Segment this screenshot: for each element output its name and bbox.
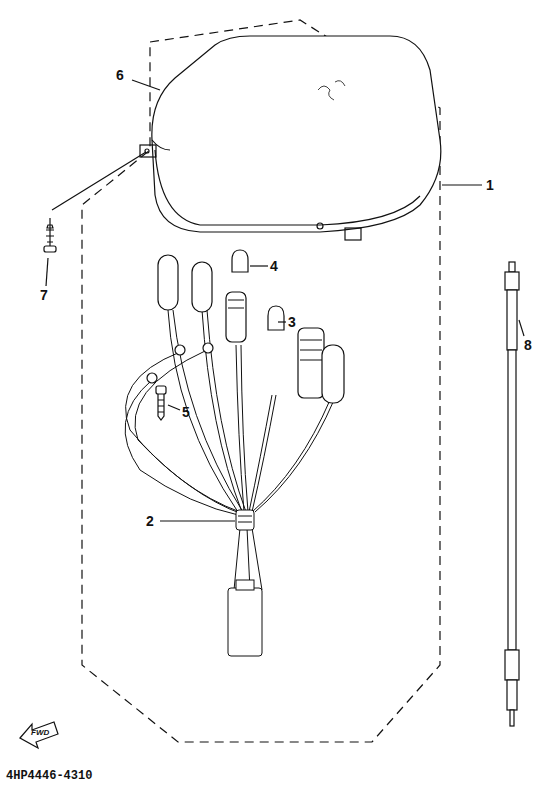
assembly-outline	[82, 20, 440, 742]
bulb-sockets	[147, 250, 344, 403]
wire-harness	[125, 310, 334, 656]
callout-number: 7	[40, 288, 48, 302]
callout-number: 2	[146, 514, 154, 528]
meter-cover	[140, 36, 441, 240]
callout-number: 5	[182, 405, 190, 419]
callout-number: 3	[288, 315, 296, 329]
screw	[156, 386, 166, 420]
meter-cable	[505, 262, 519, 726]
callout-number: 6	[116, 68, 124, 82]
screw	[44, 218, 56, 252]
fwd-icon-text: FWD	[31, 729, 49, 737]
callout-number: 4	[270, 259, 278, 273]
fwd-arrow	[20, 722, 58, 748]
drawing-code: 4HP4446-4310	[6, 770, 92, 782]
callout-number: 8	[524, 338, 532, 352]
callout-number: 1	[486, 178, 494, 192]
